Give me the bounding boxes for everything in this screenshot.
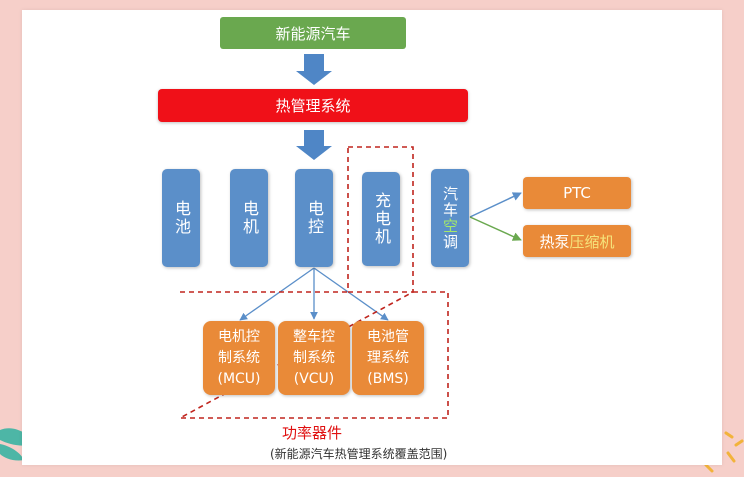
vcu-line-3: (VCU) bbox=[293, 370, 335, 387]
heat-pump-text: 热泵 bbox=[539, 232, 570, 251]
vcu-box: 整车控 制系统 (VCU) bbox=[278, 321, 350, 395]
bms-line-2: 理系统 bbox=[367, 349, 409, 366]
connector-to-heat-pump bbox=[469, 216, 522, 241]
charger-column: 充电机 bbox=[362, 172, 400, 266]
connector-to-ptc bbox=[469, 192, 522, 218]
down-arrow-1 bbox=[296, 54, 332, 85]
dashed-frame-charger bbox=[347, 146, 414, 293]
connector-to-mcu bbox=[239, 267, 315, 321]
car-ac-text-1: 汽车 bbox=[441, 186, 459, 218]
bms-line-3: (BMS) bbox=[367, 370, 409, 387]
battery-column: 电池 bbox=[162, 169, 200, 267]
ptc-box: PTC bbox=[523, 177, 631, 209]
motor-column: 电机 bbox=[230, 169, 268, 267]
diagram-caption: (新能源汽车热管理系统覆盖范围) bbox=[270, 447, 448, 461]
nev-box: 新能源汽车 bbox=[220, 17, 406, 49]
vcu-line-2: 制系统 bbox=[293, 349, 335, 366]
mcu-line-2: 制系统 bbox=[218, 349, 260, 366]
bms-box: 电池管 理系统 (BMS) bbox=[352, 321, 424, 395]
compressor-text: 压缩机 bbox=[569, 232, 615, 251]
vcu-line-1: 整车控 bbox=[293, 328, 335, 345]
power-devices-label: 功率器件 bbox=[282, 424, 343, 442]
down-arrow-2 bbox=[296, 130, 332, 160]
heat-pump-compressor-box: 热泵压缩机 bbox=[523, 225, 631, 257]
car-ac-text-2: 空 bbox=[441, 218, 459, 234]
car-ac-text-3: 调 bbox=[441, 234, 459, 250]
mcu-line-1: 电机控 bbox=[218, 328, 260, 345]
thermal-management-box: 热管理系统 bbox=[158, 89, 468, 122]
bms-line-1: 电池管 bbox=[367, 328, 409, 345]
mcu-box: 电机控 制系统 (MCU) bbox=[203, 321, 275, 395]
car-ac-column: 汽车空调 bbox=[431, 169, 469, 267]
electric-control-column: 电控 bbox=[295, 169, 333, 267]
mcu-line-3: (MCU) bbox=[217, 370, 261, 387]
